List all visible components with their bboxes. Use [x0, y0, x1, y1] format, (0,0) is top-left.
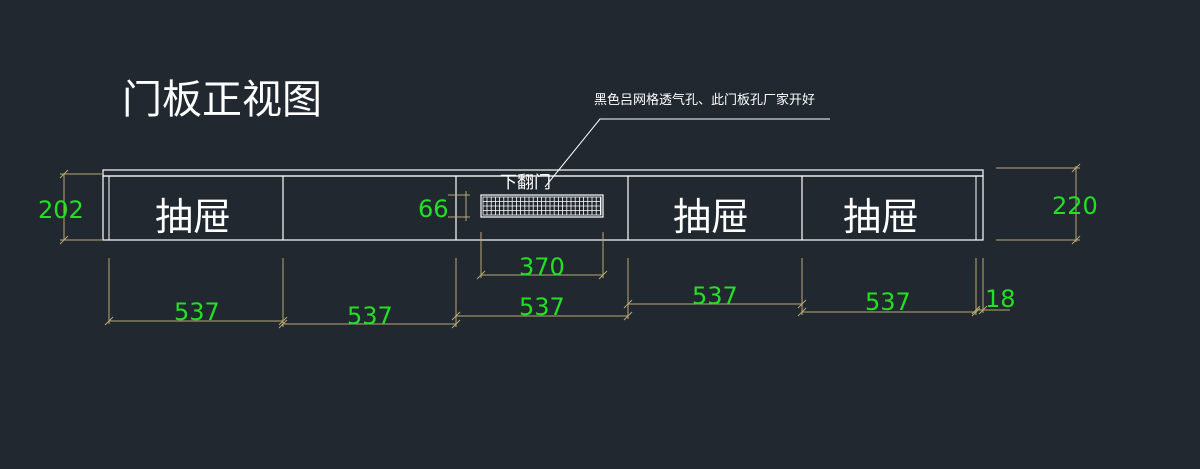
vent-grille — [480, 194, 604, 218]
drawer-label-2: 抽屉 — [673, 195, 749, 239]
door-label: 下翻门 — [500, 173, 551, 193]
vent-grid-lines — [482, 196, 602, 216]
dimension-vent-width — [476, 232, 608, 280]
cabinet-outline — [102, 175, 984, 241]
drawer-label-3: 抽屉 — [843, 195, 919, 239]
dim-text-202: 202 — [38, 196, 84, 224]
dim-text-66: 66 — [418, 195, 449, 223]
note-leader-line — [544, 118, 830, 188]
dim-text-panel-1: 537 — [174, 298, 220, 326]
dim-text-220: 220 — [1052, 192, 1098, 220]
dimension-height-left — [59, 169, 103, 245]
dimension-edge — [971, 258, 1010, 315]
dim-text-18: 18 — [985, 285, 1016, 313]
dim-text-panel-5: 537 — [865, 288, 911, 316]
dim-text-panel-2: 537 — [347, 302, 393, 330]
drawing-title: 门板正视图 — [122, 77, 322, 123]
dim-text-370: 370 — [519, 253, 565, 281]
note-text: 黑色吕网格透气孔、此门板孔厂家开好 — [594, 92, 815, 108]
dimension-vent-height — [448, 191, 470, 221]
dimension-height-right — [996, 163, 1081, 245]
dim-text-panel-3: 537 — [519, 293, 565, 321]
dim-text-panel-4: 537 — [692, 282, 738, 310]
drawer-label-1: 抽屉 — [155, 195, 231, 239]
vent-inner-frame — [482, 196, 602, 216]
vent-outline — [480, 194, 604, 218]
